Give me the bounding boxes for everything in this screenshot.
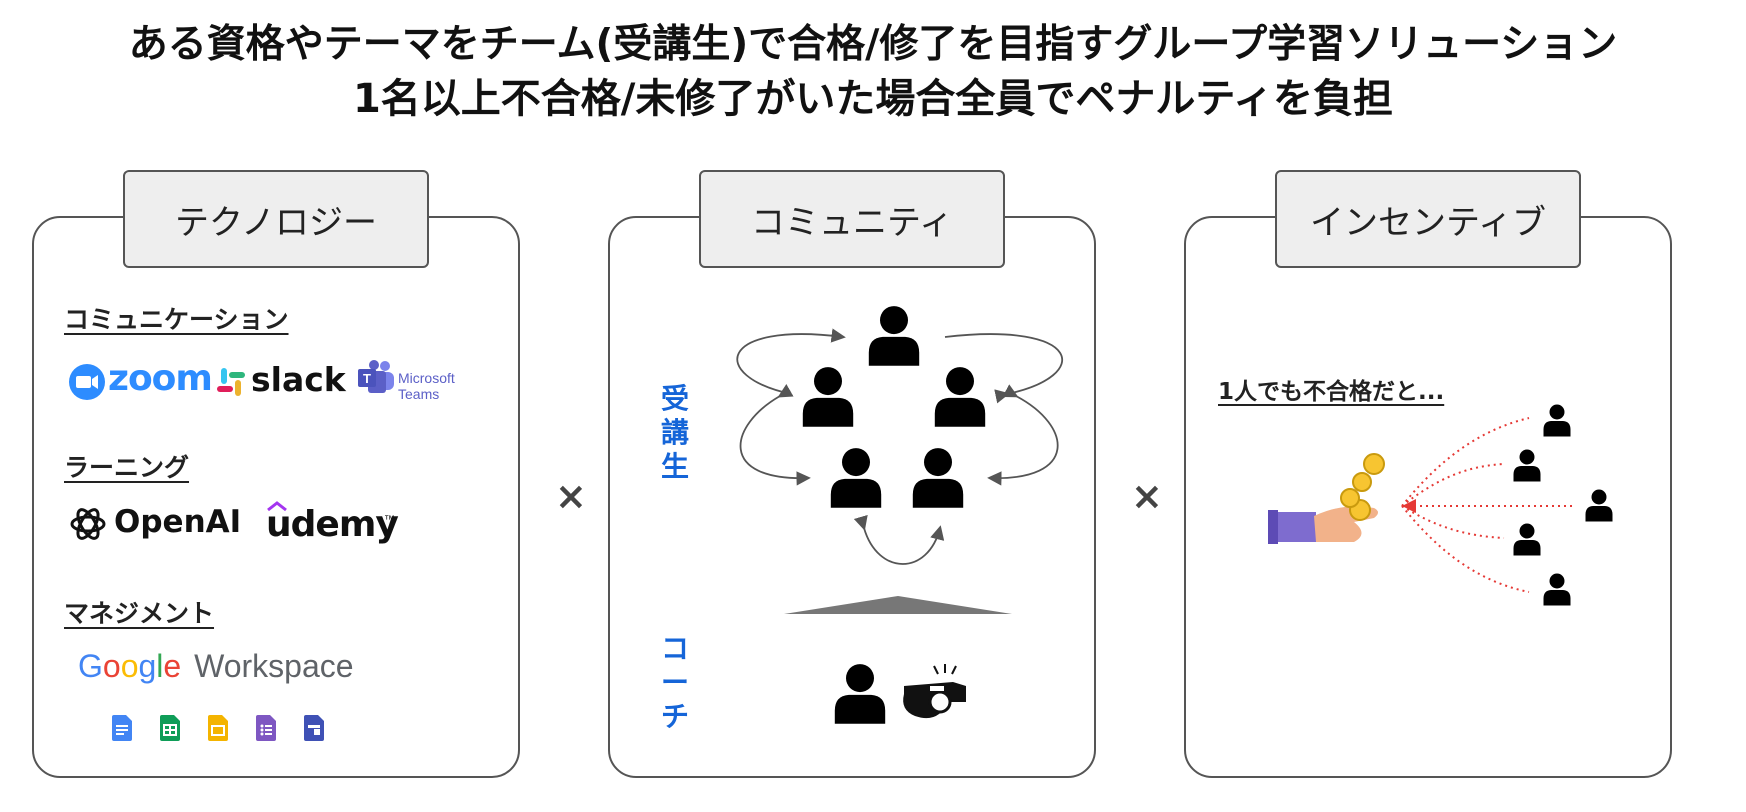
student-icon-mid-left — [802, 367, 854, 427]
google-letter-o1: o — [102, 648, 121, 684]
title-line-1: ある資格やテーマをチーム(受講生)で合格/修了を目指すグループ学習ソリューション — [128, 22, 1618, 67]
openai-knot-icon — [70, 508, 106, 540]
teams-wordmark: Microsoft Teams — [398, 370, 455, 402]
students-label: 受講生 — [660, 382, 689, 483]
zoom-camera-icon — [69, 364, 105, 400]
google-workspace-logo: Google Workspace — [78, 648, 354, 692]
arrow-left-top — [736, 328, 846, 395]
incentive-panel — [1184, 216, 1672, 778]
technology-panel — [32, 216, 520, 778]
student-icon-bottom-left — [830, 448, 882, 508]
udemy-wordmark: udemy — [266, 504, 399, 545]
slack-hash-icon — [217, 368, 245, 396]
google-letter-o2: o — [120, 648, 139, 684]
slides-icon — [208, 715, 228, 741]
technology-tab: テクノロジー — [123, 170, 429, 268]
management-heading: マネジメント — [64, 599, 215, 628]
udemy-hat-icon — [267, 501, 287, 512]
community-diagram — [736, 306, 1064, 724]
google-letter-g2: g — [138, 648, 157, 684]
title-line-2: 1名以上不合格/未修了がいた場合全員でペナルティを負担 — [352, 76, 1394, 122]
docs-icon — [112, 715, 132, 741]
google-letter-l: l — [156, 648, 164, 684]
member-icon-4 — [1513, 523, 1541, 556]
coach-icon — [834, 664, 886, 724]
learning-heading: ラーニング — [64, 453, 190, 482]
workspace-wordmark: Workspace — [194, 648, 354, 684]
penalty-arrowhead — [1402, 499, 1416, 513]
openai-wordmark: OpenAI — [114, 504, 242, 540]
penalty-caption: 1人でも不合格だと... — [1218, 379, 1445, 405]
arrow-right-bottom — [987, 384, 1059, 486]
google-letter-e: e — [163, 648, 182, 684]
arrow-bottom-swap — [853, 514, 945, 565]
google-letter-g: G — [78, 648, 103, 684]
whistle-icon — [903, 664, 966, 719]
udemy-trademark: ™ — [384, 514, 395, 526]
community-tab: コミュニティ — [699, 170, 1005, 268]
arrow-right-top — [944, 333, 1064, 404]
multiply-operator-2: × — [1131, 474, 1163, 518]
member-icon-3 — [1585, 489, 1613, 522]
communication-heading: コミュニケーション — [64, 305, 289, 334]
member-icon-2 — [1513, 449, 1541, 482]
arrow-left-bottom — [739, 384, 811, 486]
svg-text:T: T — [363, 371, 371, 386]
member-icon-1 — [1543, 404, 1571, 437]
coach-label: コーチ — [660, 632, 689, 733]
incentive-tab: インセンティブ — [1275, 170, 1581, 268]
zoom-wordmark: zoom — [108, 358, 213, 399]
penalty-diagram — [1268, 404, 1613, 606]
student-icon-top — [868, 306, 920, 366]
student-icon-mid-right — [934, 367, 986, 427]
multiply-operator-1: × — [555, 474, 587, 518]
hand-coins-icon — [1268, 453, 1385, 544]
penalty-lines — [1401, 417, 1574, 593]
teams-icon: T — [358, 360, 394, 393]
support-wedge — [784, 596, 1012, 614]
student-icon-bottom-right — [912, 448, 964, 508]
slack-wordmark: slack — [251, 360, 346, 399]
forms-icon — [256, 715, 276, 741]
member-icon-5 — [1543, 573, 1571, 606]
sheets-icon — [160, 715, 180, 741]
sites-icon — [304, 715, 324, 741]
